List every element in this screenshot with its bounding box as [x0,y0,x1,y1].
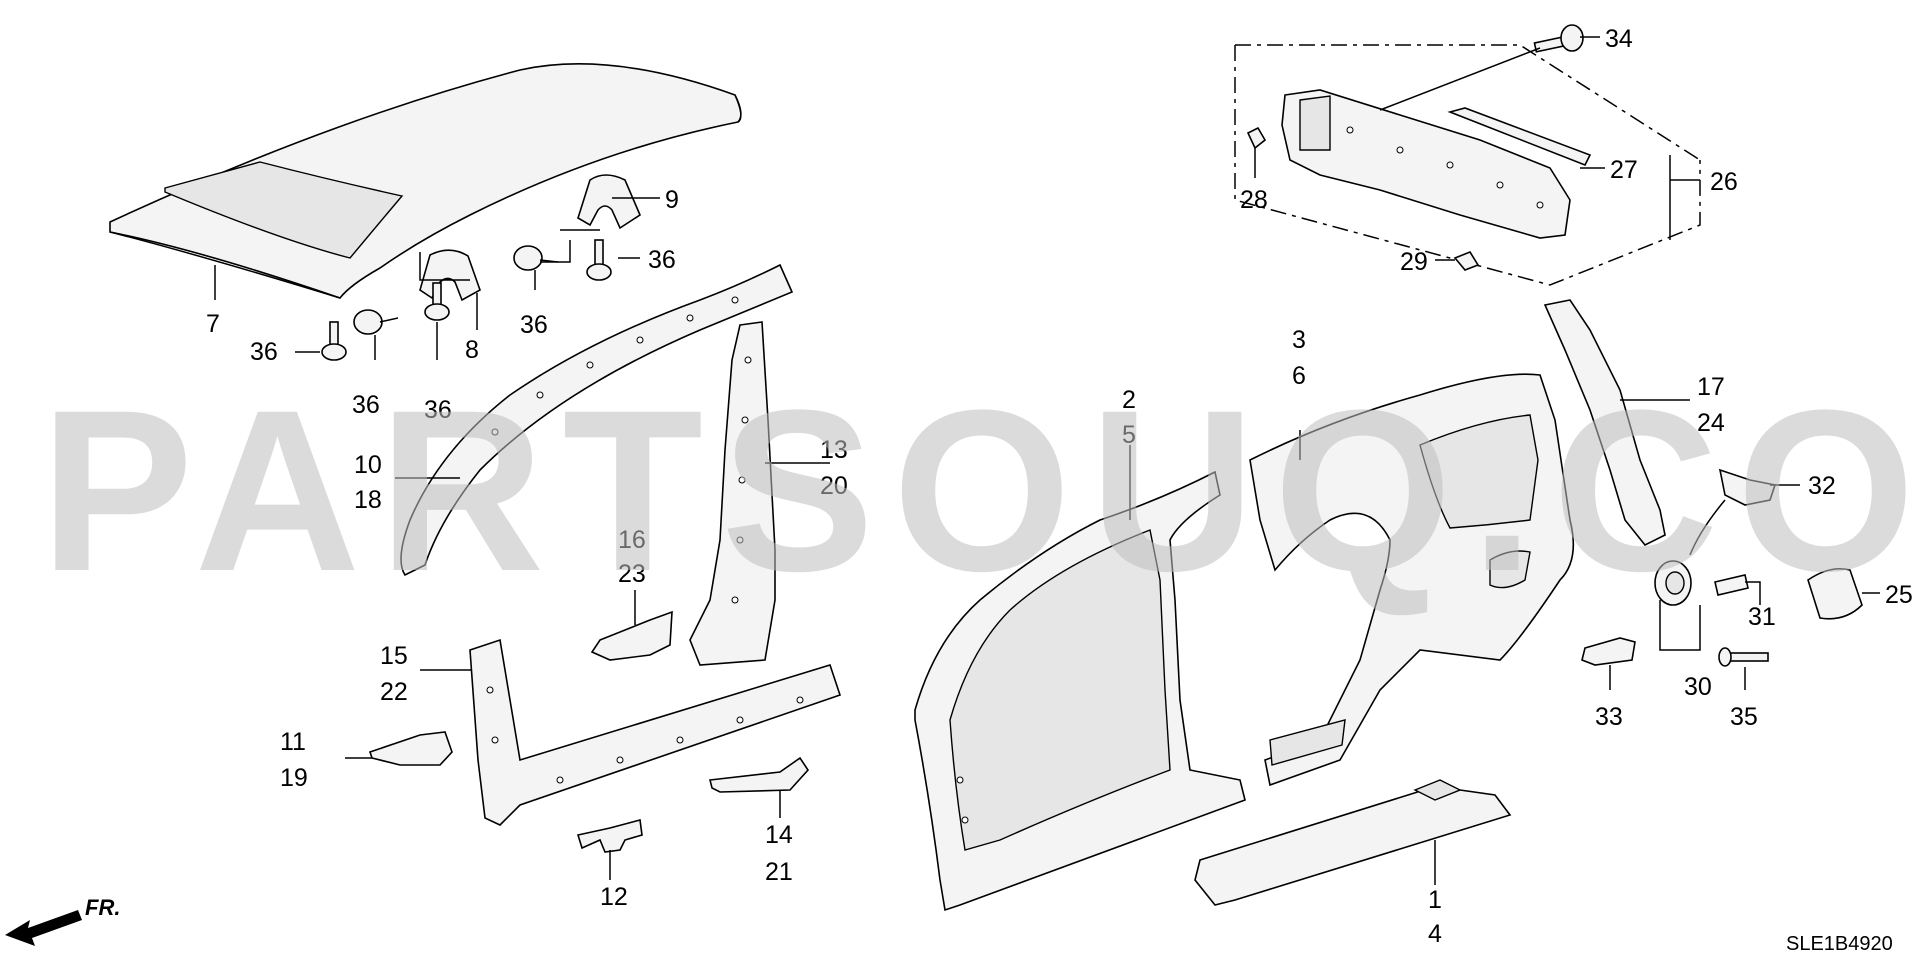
callout-32: 32 [1808,472,1836,500]
callout-labels: 7 9 36 36 8 36 36 36 10 18 13 20 16 23 1… [206,25,1913,948]
pillar-bracket-16[interactable] [590,610,673,661]
callout-22: 22 [380,678,408,706]
callout-4: 4 [1428,920,1442,948]
callout-24: 24 [1697,409,1725,437]
callout-33: 33 [1595,703,1623,731]
front-direction-indicator: FR. [5,895,120,946]
callout-3: 3 [1292,326,1306,354]
side-sill-part[interactable] [1194,779,1512,906]
rear-panel-stiffener-27[interactable] [1447,107,1592,167]
body-side-outer-rear-part[interactable] [1249,373,1575,787]
bracket-11[interactable] [368,731,453,766]
callout-16: 16 [618,526,646,554]
callout-12: 12 [600,883,628,911]
callout-31: 31 [1748,603,1776,631]
flange-bolt-36-left[interactable] [321,321,347,361]
flange-nut-36-upper[interactable] [513,245,559,271]
fuel-filler-base-30[interactable] [1654,560,1692,606]
roof-arch-bracket-8[interactable] [419,249,481,302]
center-pillar-inner-part[interactable] [689,321,776,666]
callout-30: 30 [1684,673,1712,701]
watermark: PARTSOUQ.COM [40,362,1920,619]
callout-1: 1 [1428,886,1442,914]
bracket-14[interactable] [709,756,810,793]
clip-28[interactable] [1246,126,1267,150]
callout-28: 28 [1240,186,1268,214]
callout-17: 17 [1697,373,1725,401]
flange-bolt-36-upper[interactable] [586,239,612,281]
callout-36: 36 [648,246,676,274]
callout-36: 36 [352,391,380,419]
flange-nut-36-lower[interactable] [353,309,399,335]
callout-25: 25 [1885,581,1913,609]
callout-27: 27 [1610,156,1638,184]
rear-panel-part[interactable] [1281,89,1571,239]
callout-36: 36 [520,311,548,339]
grommet-31[interactable] [1714,574,1749,596]
bolt-35[interactable] [1718,647,1769,667]
callout-14: 14 [765,821,793,849]
front-pillar-sill-inner-part[interactable] [469,638,842,826]
roof-arch-bracket-9[interactable] [577,174,642,230]
callout-10: 10 [354,451,382,479]
clip-29[interactable] [1453,251,1480,271]
callout-20: 20 [820,472,848,500]
diagram-code: SLE1B4920 [1786,933,1893,955]
callout-34: 34 [1605,25,1633,53]
callout-6: 6 [1292,362,1306,390]
callout-11: 11 [280,728,306,756]
roof-panel-part[interactable] [109,63,742,299]
callout-7: 7 [206,310,220,338]
callout-19: 19 [280,764,308,792]
roof-side-rail-part[interactable] [400,263,794,577]
flange-bolt-36-lower[interactable] [424,282,450,321]
callout-26: 26 [1710,168,1738,196]
callout-35: 35 [1730,703,1758,731]
callout-18: 18 [354,486,382,514]
callout-21: 21 [765,858,793,886]
callout-29: 29 [1400,248,1428,276]
callout-2: 2 [1122,386,1136,414]
callout-13: 13 [820,436,848,464]
front-label: FR. [85,895,120,920]
callout-9: 9 [665,186,679,214]
callout-8: 8 [465,336,479,364]
bracket-33[interactable] [1581,637,1636,666]
callout-23: 23 [618,560,646,588]
callout-5: 5 [1122,421,1136,449]
rear-pillar-inner-part[interactable] [1543,299,1666,547]
bolt-34[interactable] [1533,24,1584,53]
leader-lines [214,36,1880,885]
callout-36: 36 [250,338,278,366]
callout-15: 15 [380,642,408,670]
front-arrow-icon [5,910,82,946]
rear-panel-group-outline [1234,44,1701,286]
callout-36: 36 [424,396,452,424]
fuel-lid-opener-32[interactable] [1689,468,1777,556]
fuel-lid-25[interactable] [1807,567,1863,620]
bracket-12[interactable] [576,818,643,853]
body-side-outer-front-part[interactable] [914,470,1246,912]
